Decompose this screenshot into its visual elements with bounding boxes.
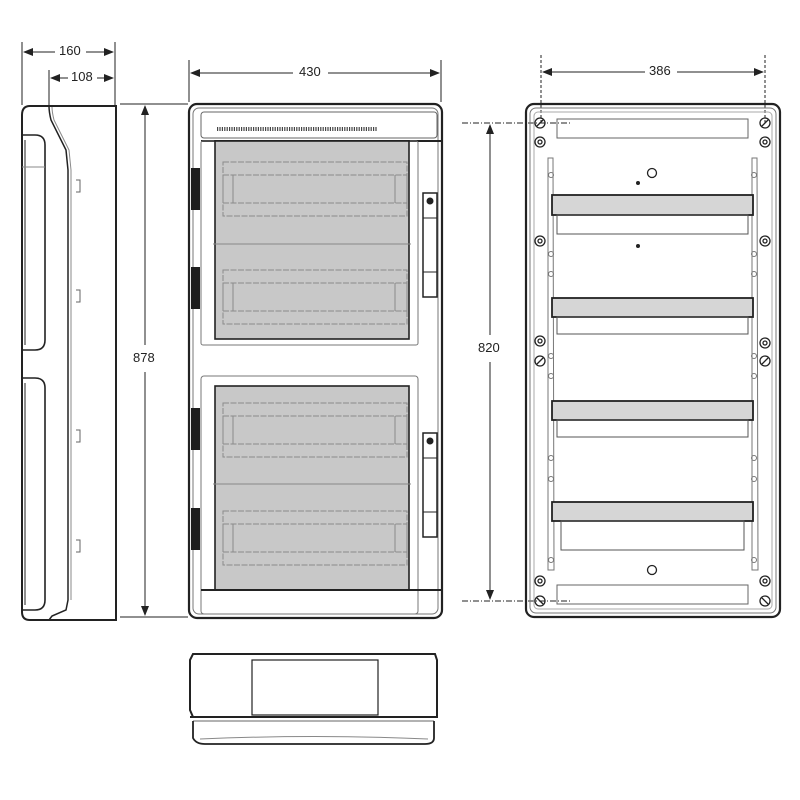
dim-depth-total: 160 <box>57 43 83 58</box>
dim-mounting-width: 386 <box>647 63 673 78</box>
bottom-view <box>189 653 438 745</box>
din-rail <box>551 194 754 522</box>
height-dimension-878 <box>120 103 188 618</box>
hinge <box>191 168 200 210</box>
front-view <box>187 60 444 620</box>
hinge <box>191 408 200 450</box>
hinge <box>191 508 200 550</box>
rear-view <box>462 55 782 619</box>
fixing-point <box>534 136 771 587</box>
mounting-screw <box>534 117 771 607</box>
side-view <box>21 42 117 621</box>
dim-mounting-height: 820 <box>476 340 502 355</box>
dim-height-total: 878 <box>131 350 157 365</box>
dim-depth-body: 108 <box>69 69 95 84</box>
dim-width-total: 430 <box>297 64 323 79</box>
hinge <box>191 267 200 309</box>
